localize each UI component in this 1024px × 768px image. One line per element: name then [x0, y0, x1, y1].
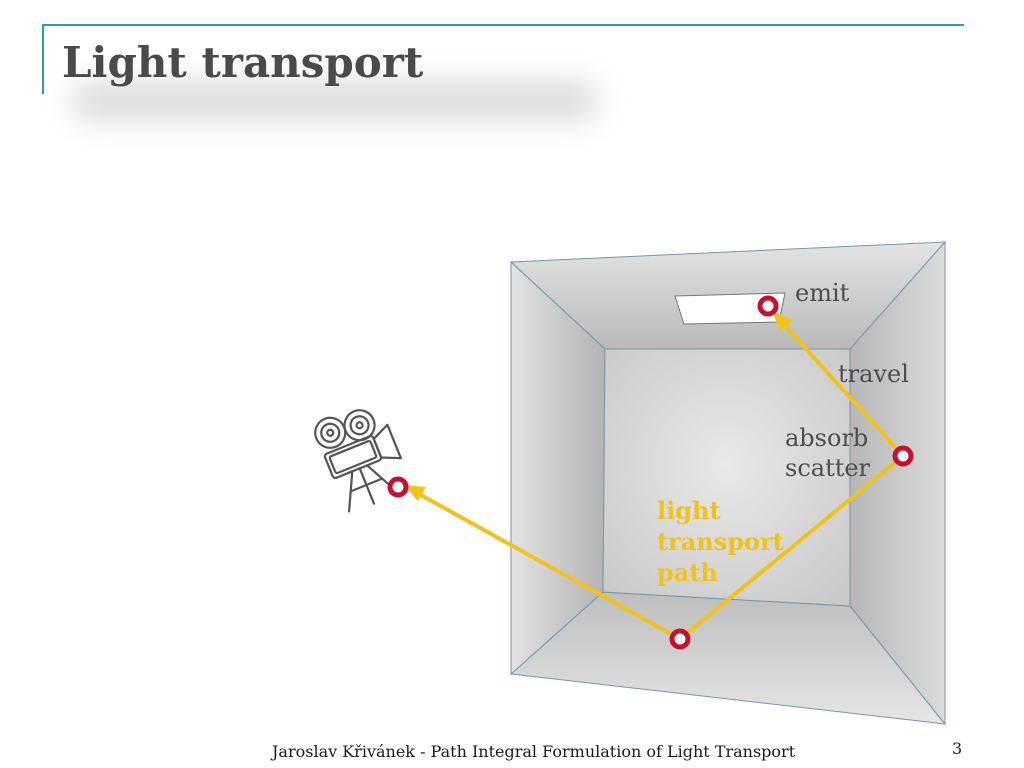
label-absorb: absorb: [785, 424, 868, 452]
slide-footer: Jaroslav Křivánek - Path Integral Formul…: [272, 742, 796, 761]
path-segment-floor-to-camera: [410, 488, 682, 641]
label-emit: emit: [795, 279, 850, 307]
label-path-line2: transport: [657, 527, 784, 556]
arrowhead-light: [772, 311, 793, 331]
path-vertices: [387, 295, 914, 650]
title-top-rule: [42, 24, 964, 26]
vertex-wall: [892, 445, 914, 467]
title-left-rule: [42, 24, 44, 94]
label-scatter: scatter: [785, 454, 871, 482]
room-back-wall: [602, 348, 851, 607]
label-travel: travel: [838, 360, 909, 388]
light-transport-path: [404, 311, 905, 641]
label-path-line3: path: [657, 558, 718, 587]
path-segment-light-to-wall: [776, 316, 905, 458]
slide-title: Light transport: [62, 38, 424, 87]
title-shadow: [70, 80, 600, 122]
vertex-camera: [387, 476, 409, 498]
room-box: [509, 240, 947, 726]
vertex-floor: [669, 628, 691, 650]
arrowhead-camera: [404, 485, 426, 501]
movie-camera-icon: [314, 409, 402, 513]
page-number: 3: [952, 739, 963, 758]
path-segment-wall-to-floor: [678, 454, 905, 641]
vertex-light: [757, 295, 779, 317]
label-path-line1: light: [657, 496, 721, 525]
